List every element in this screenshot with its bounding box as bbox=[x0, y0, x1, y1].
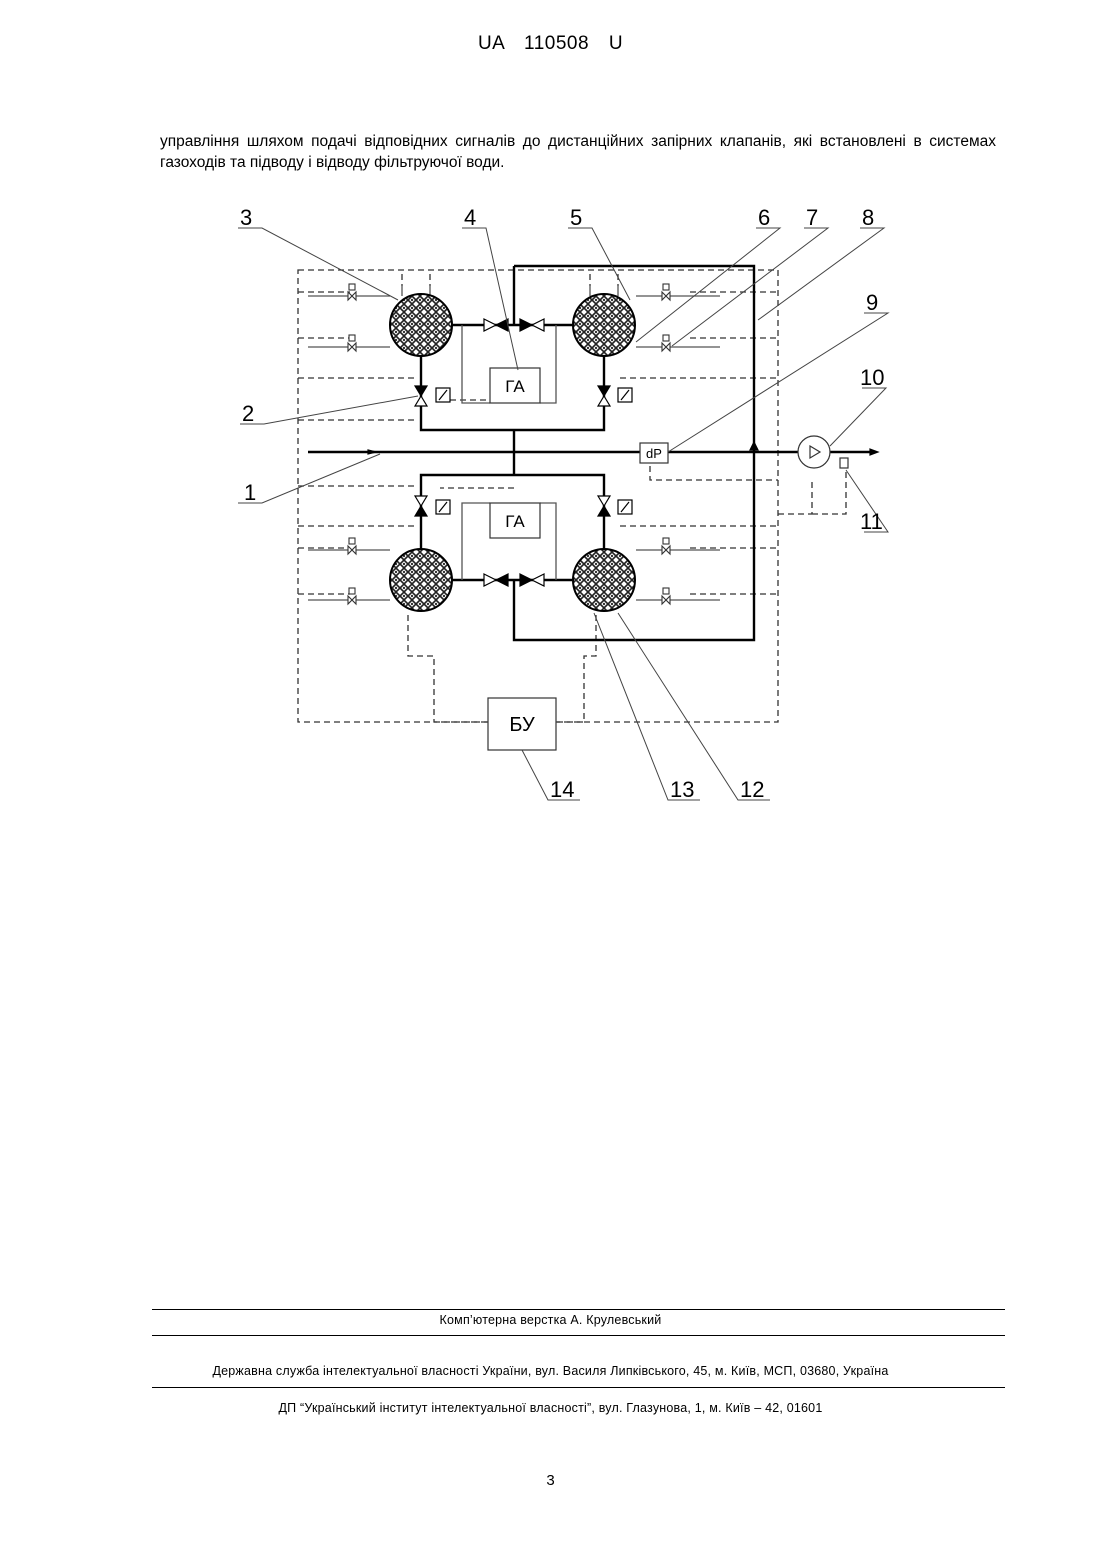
footer-rule-2 bbox=[152, 1335, 1005, 1336]
ga-top-label: ГА bbox=[505, 377, 525, 396]
label-5: 5 bbox=[570, 205, 582, 230]
typesetting-credit: Комп’ютерна верстка А. Крулевський bbox=[0, 1313, 1101, 1327]
label-12: 12 bbox=[740, 777, 764, 802]
ga-bottom-label: ГА bbox=[505, 512, 525, 531]
dp-label: dP bbox=[646, 446, 662, 461]
label-3: 3 bbox=[240, 205, 252, 230]
filter-top-left bbox=[390, 294, 452, 356]
filter-bottom-left bbox=[390, 549, 452, 611]
control-enclosure bbox=[298, 270, 846, 722]
label-11: 11 bbox=[860, 509, 883, 534]
label-10: 10 bbox=[860, 365, 884, 390]
filter-bottom-right bbox=[573, 549, 635, 611]
label-4: 4 bbox=[464, 205, 476, 230]
filter-top-right bbox=[573, 294, 635, 356]
label-7: 7 bbox=[806, 205, 818, 230]
reference-numerals: 1 2 3 4 5 6 7 8 9 10 11 12 13 14 bbox=[240, 205, 884, 802]
label-13: 13 bbox=[670, 777, 694, 802]
institute-address: ДП “Український інститут інтелектуальної… bbox=[0, 1401, 1101, 1415]
footer-rule-1 bbox=[152, 1309, 1005, 1310]
label-8: 8 bbox=[862, 205, 874, 230]
page-number: 3 bbox=[0, 1472, 1101, 1489]
label-1: 1 bbox=[244, 480, 256, 505]
blocks bbox=[488, 368, 848, 750]
office-address: Державна служба інтелектуальної власност… bbox=[0, 1364, 1101, 1378]
sensor-11 bbox=[840, 458, 848, 468]
label-6: 6 bbox=[758, 205, 770, 230]
label-9: 9 bbox=[866, 290, 878, 315]
label-2: 2 bbox=[242, 401, 254, 426]
footer-rule-3 bbox=[152, 1387, 1005, 1388]
label-14: 14 bbox=[550, 777, 574, 802]
control-unit-label: БУ bbox=[509, 714, 535, 736]
